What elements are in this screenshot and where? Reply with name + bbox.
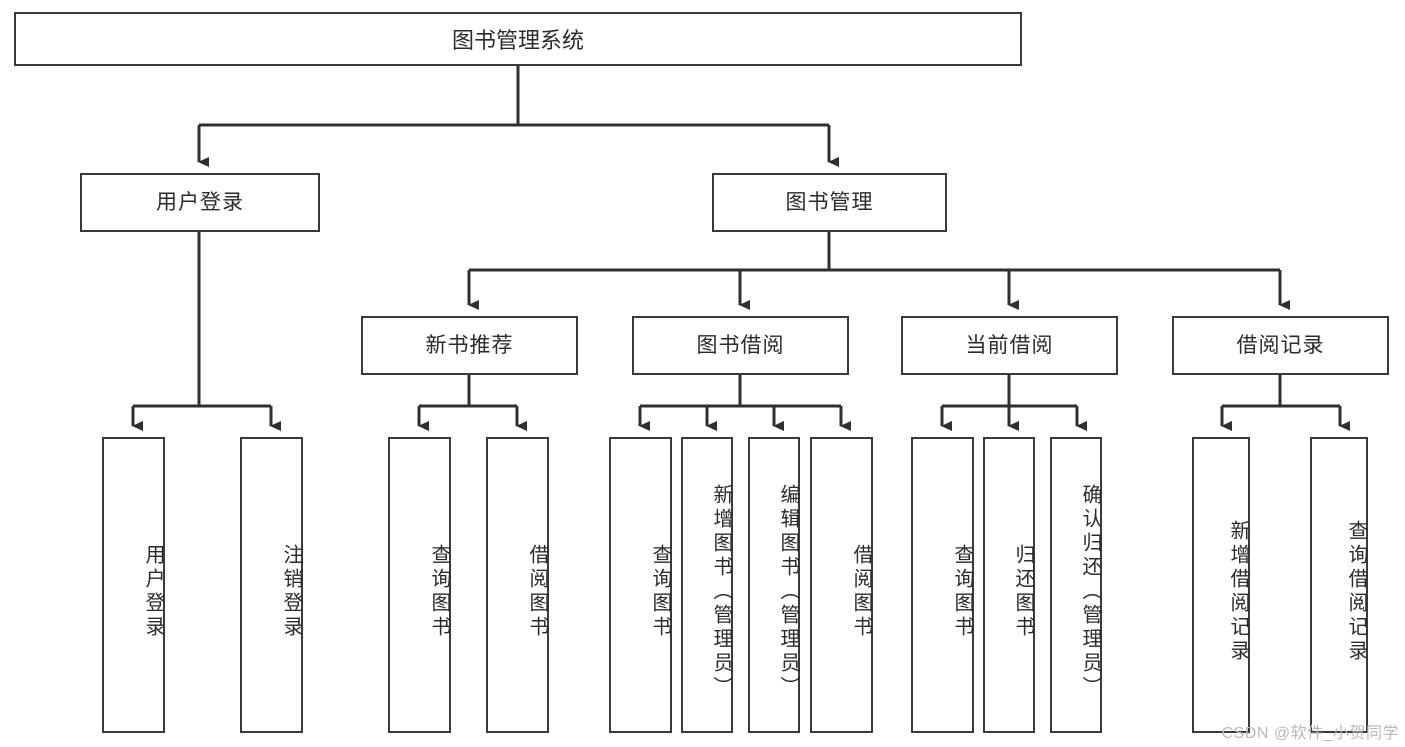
node-label: 用户登录 xyxy=(156,190,244,214)
leaf-recommend-borrow-book[interactable]: 借阅图书 xyxy=(486,437,549,733)
leaf-user-login[interactable]: 用户登录 xyxy=(102,437,165,733)
node-current-borrow[interactable]: 当前借阅 xyxy=(901,316,1118,375)
leaf-borrow-borrow-book[interactable]: 借阅图书 xyxy=(810,437,873,733)
node-label: 新书推荐 xyxy=(425,333,514,357)
node-label: 借阅记录 xyxy=(1236,333,1325,357)
leaf-current-confirm-return-admin[interactable]: 确认归还（管理员） xyxy=(1050,437,1102,733)
leaf-borrow-add-book-admin[interactable]: 新增图书（管理员） xyxy=(681,437,733,733)
node-label: 查询图书 xyxy=(649,544,671,640)
node-label: 查询图书 xyxy=(951,544,973,640)
node-root-system[interactable]: 图书管理系统 xyxy=(14,12,1022,66)
node-borrow-record[interactable]: 借阅记录 xyxy=(1172,316,1389,375)
node-label: 查询图书 xyxy=(428,544,450,640)
node-book-borrow[interactable]: 图书借阅 xyxy=(632,316,849,375)
node-label: 归还图书 xyxy=(1012,544,1034,640)
leaf-borrow-query-book[interactable]: 查询图书 xyxy=(609,437,672,733)
node-book-management[interactable]: 图书管理 xyxy=(712,173,947,232)
leaf-user-logout[interactable]: 注销登录 xyxy=(240,437,303,733)
node-label: 借阅图书 xyxy=(850,544,872,640)
watermark-text: CSDN @软件_小贺同学 xyxy=(1221,725,1399,742)
leaf-record-query-borrow-record[interactable]: 查询借阅记录 xyxy=(1310,437,1368,733)
node-new-book-recommend[interactable]: 新书推荐 xyxy=(361,316,578,375)
leaf-record-add-borrow-record[interactable]: 新增借阅记录 xyxy=(1192,437,1250,733)
node-label: 查询借阅记录 xyxy=(1345,520,1367,664)
node-label: 图书管理系统 xyxy=(451,28,584,53)
node-label: 确认归还（管理员） xyxy=(1079,484,1101,700)
node-label: 借阅图书 xyxy=(526,544,548,640)
node-label: 新增借阅记录 xyxy=(1227,520,1249,664)
node-label: 当前借阅 xyxy=(965,333,1054,357)
leaf-current-return-book[interactable]: 归还图书 xyxy=(983,437,1035,733)
node-label: 图书管理 xyxy=(785,190,874,214)
node-label: 用户登录 xyxy=(142,544,164,640)
node-label: 图书借阅 xyxy=(696,333,785,357)
node-label: 注销登录 xyxy=(280,544,302,640)
node-label: 新增图书（管理员） xyxy=(710,484,732,700)
leaf-recommend-query-book[interactable]: 查询图书 xyxy=(388,437,451,733)
node-label: 编辑图书（管理员） xyxy=(777,484,799,700)
node-user-login[interactable]: 用户登录 xyxy=(80,173,320,232)
leaf-borrow-edit-book-admin[interactable]: 编辑图书（管理员） xyxy=(748,437,800,733)
leaf-current-query-book[interactable]: 查询图书 xyxy=(911,437,974,733)
